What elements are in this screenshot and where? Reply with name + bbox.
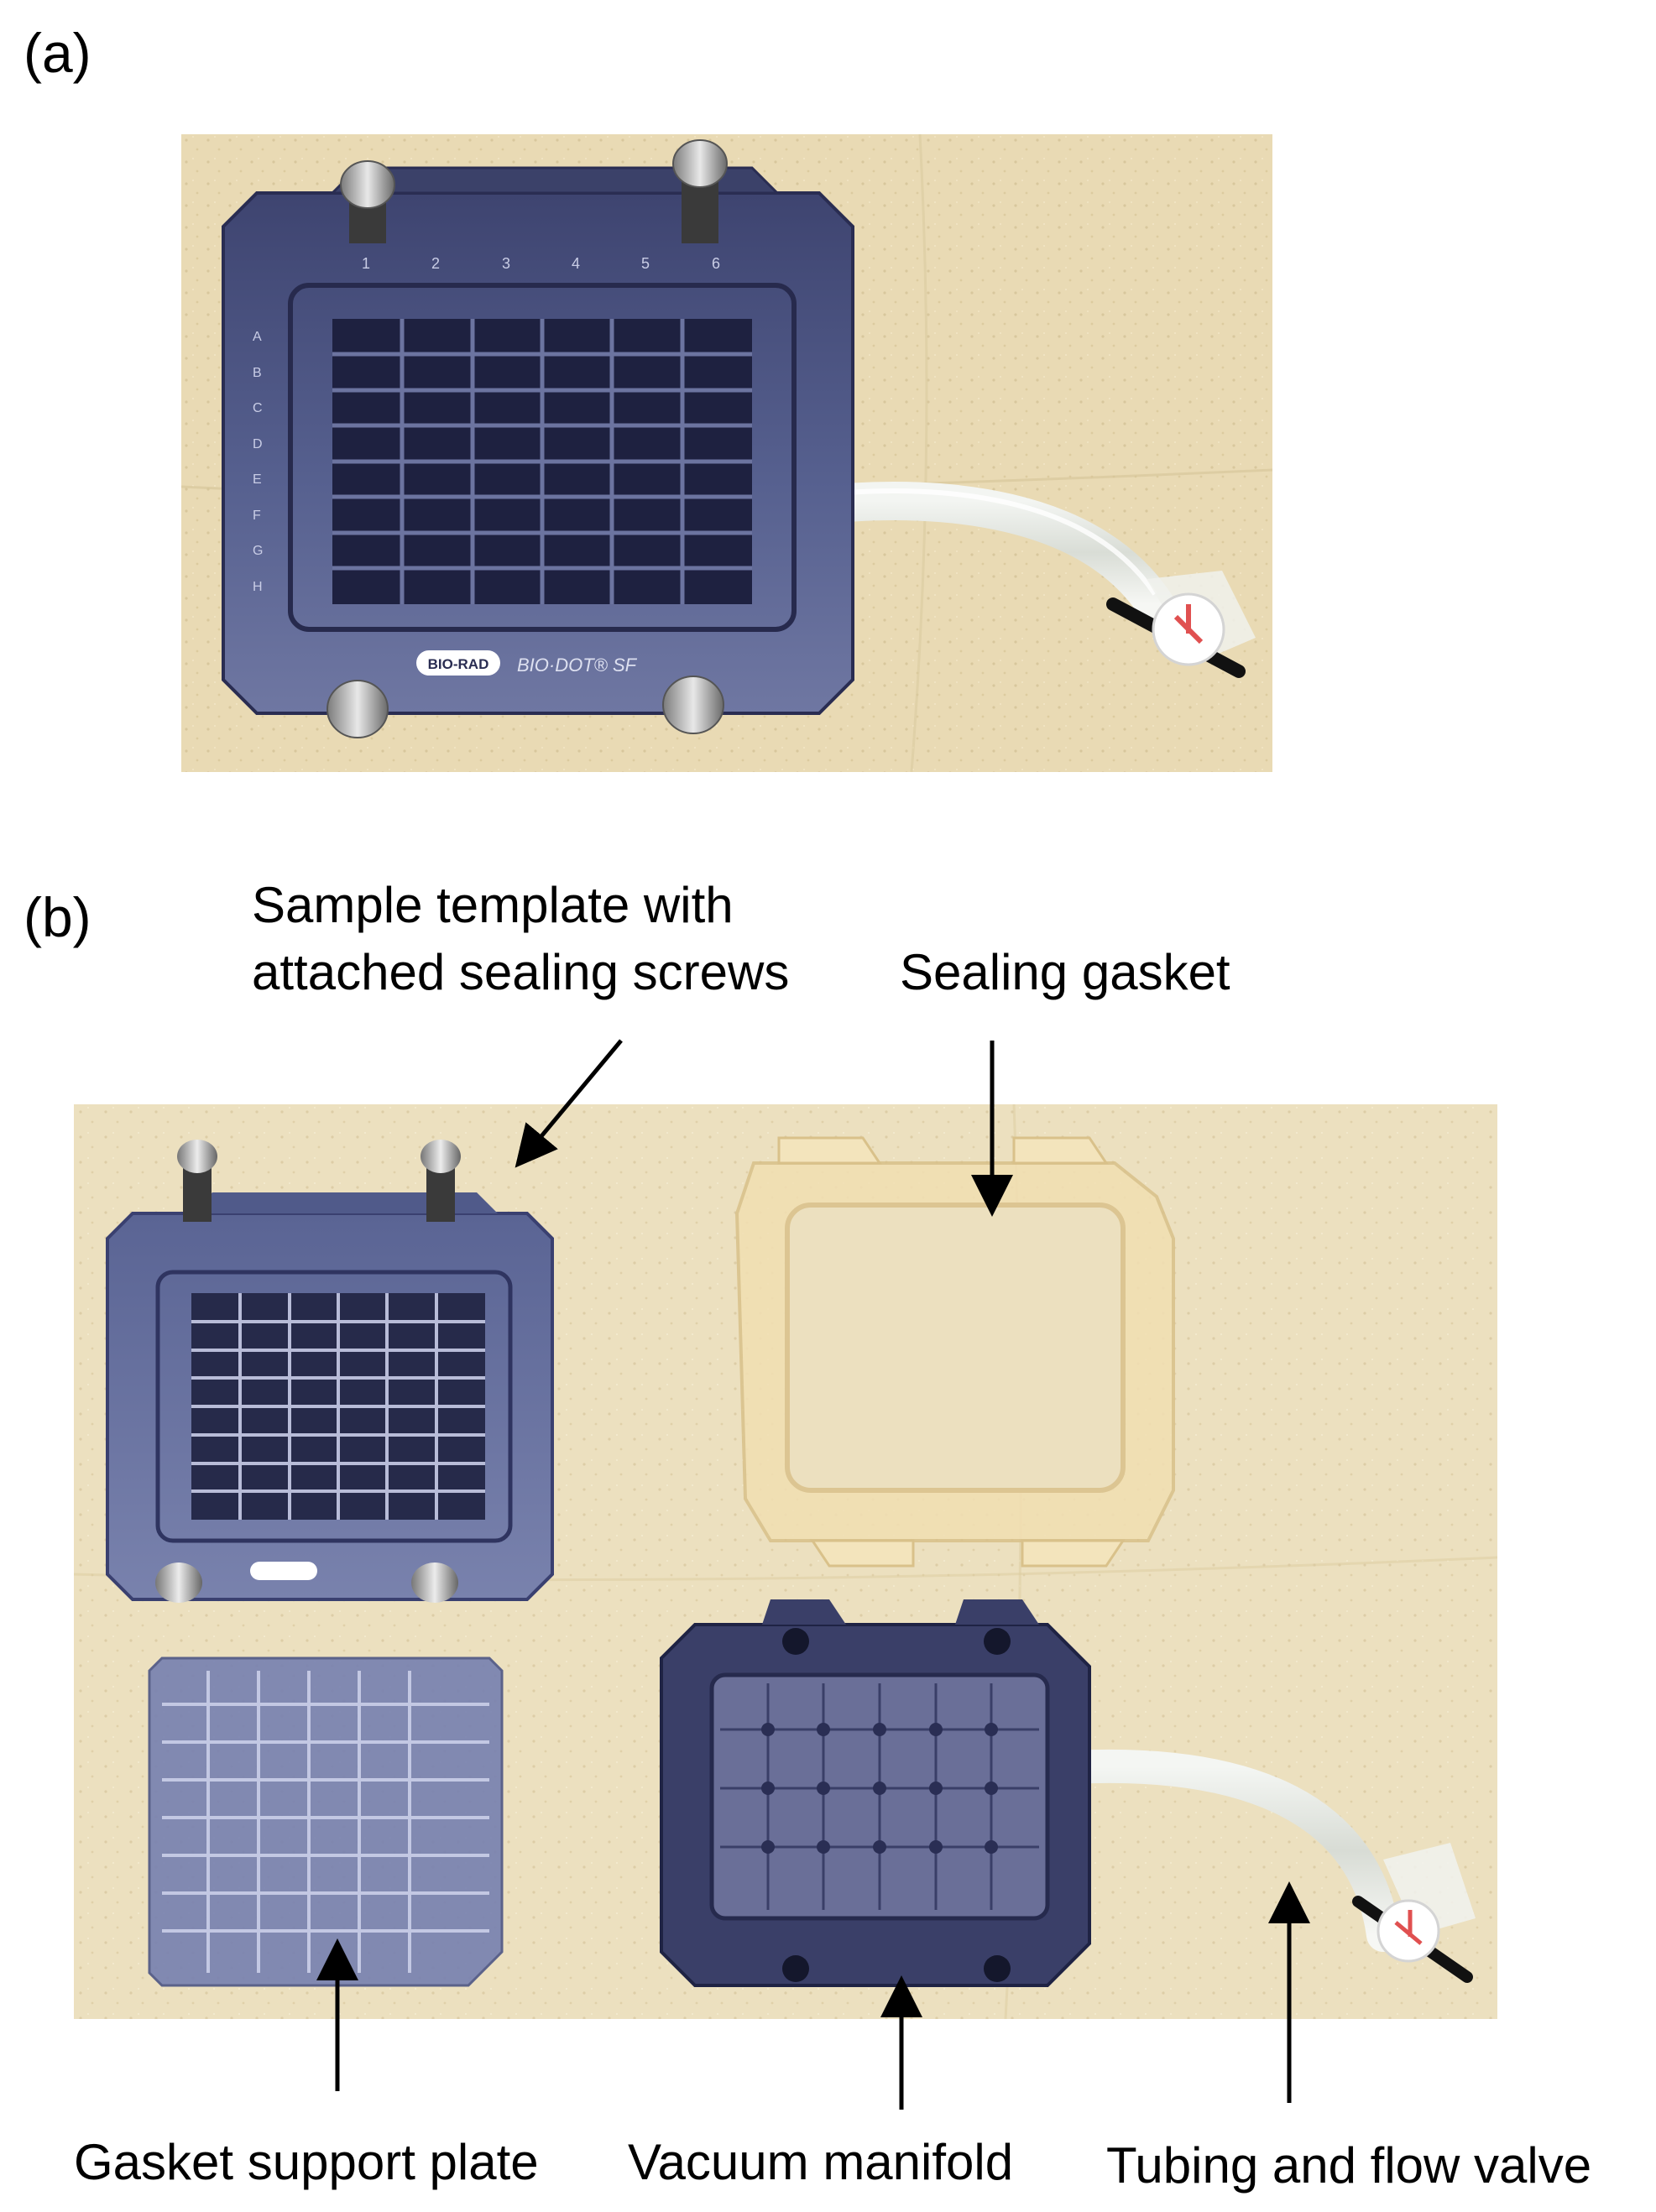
sealing-gasket <box>734 1136 1175 1568</box>
vacuum-manifold <box>660 1599 1091 1987</box>
panel-b-photo <box>74 1104 1497 2019</box>
column-marker: 3 <box>502 255 510 272</box>
sealing-gasket-caption: Sealing gasket <box>900 944 1230 1000</box>
sample-template-caption-line-2: attached sealing screws <box>252 944 790 1000</box>
sealing-screw <box>662 676 724 734</box>
gasket-support-plate <box>148 1656 504 1987</box>
row-marker: F <box>253 509 261 523</box>
arrow-sample-template <box>515 1039 623 1168</box>
row-markers: A B C D E F G H <box>253 330 263 594</box>
row-marker: H <box>253 580 263 594</box>
sealing-screw <box>326 680 389 738</box>
panel-b-label: (b) <box>24 886 91 948</box>
column-marker: 2 <box>431 255 440 272</box>
column-marker: 4 <box>572 255 580 272</box>
tubing-and-valve-caption: Tubing and flow valve <box>1106 2137 1592 2194</box>
sample-template <box>106 1140 554 1603</box>
flow-valve <box>1352 1843 1476 1983</box>
tubing <box>1056 1749 1400 1952</box>
row-marker: G <box>253 544 263 558</box>
row-marker: B <box>253 366 262 380</box>
panel-a-photo: 1 2 3 4 5 6 A B C D E F G H BIO-RAD BIO·… <box>181 134 1272 772</box>
sealing-screw <box>672 139 728 243</box>
model-label: BIO·DOT® SF <box>517 655 638 676</box>
column-marker: 5 <box>641 255 650 272</box>
sealing-screw <box>177 1140 217 1222</box>
column-marker: 6 <box>712 255 720 272</box>
column-markers: 1 2 3 4 5 6 <box>362 255 720 272</box>
sealing-screw <box>340 160 395 243</box>
gasket-support-plate-caption: Gasket support plate <box>74 2134 539 2190</box>
brand-label: BIO-RAD <box>428 656 489 672</box>
sample-template-caption-line-1: Sample template with <box>252 877 734 933</box>
row-marker: D <box>253 437 263 451</box>
vacuum-manifold-caption: Vacuum manifold <box>628 2134 1014 2190</box>
row-marker: E <box>253 472 262 487</box>
row-marker: C <box>253 401 263 415</box>
tubing <box>817 482 1174 623</box>
panel-a-label: (a) <box>24 22 91 84</box>
sealing-screw <box>421 1140 461 1222</box>
flow-valve <box>1106 571 1256 678</box>
well-grid <box>332 319 752 604</box>
sealing-screw <box>155 1562 202 1603</box>
sealing-screw <box>411 1562 458 1603</box>
row-marker: A <box>253 330 262 344</box>
column-marker: 1 <box>362 255 370 272</box>
